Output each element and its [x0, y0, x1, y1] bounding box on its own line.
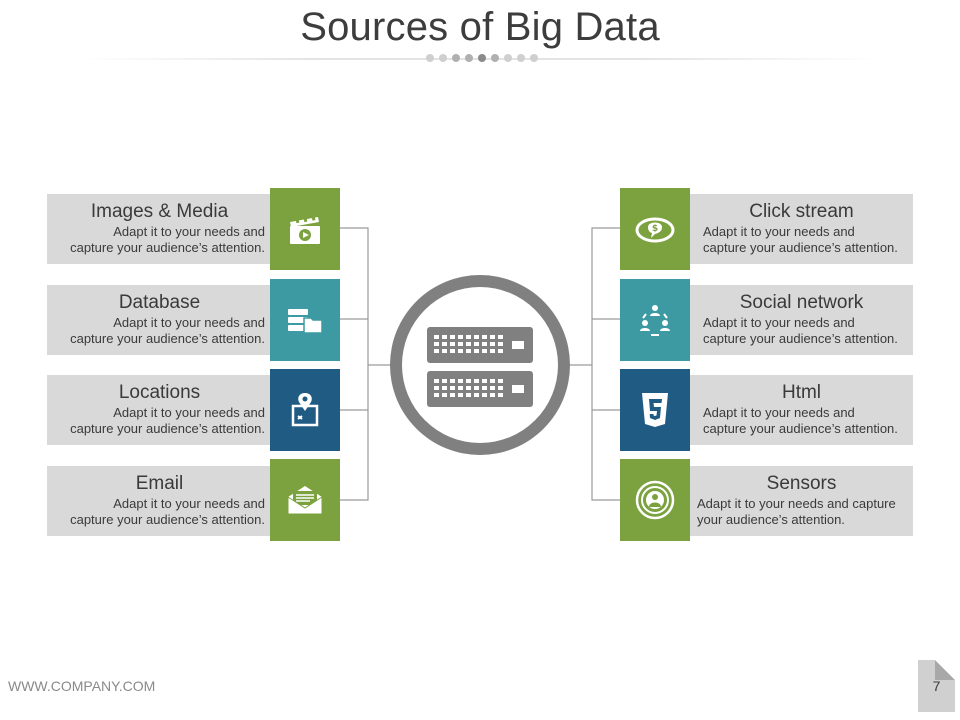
money-chat-icon: $ — [635, 217, 675, 243]
card-heading: Locations — [118, 382, 201, 403]
film-clapper-icon — [290, 216, 320, 244]
envelope-icon — [287, 486, 323, 515]
server-rack-icon — [427, 327, 533, 407]
svg-text:$: $ — [652, 224, 658, 234]
icon-tile-email — [270, 459, 340, 541]
sensor-person-icon — [635, 480, 675, 520]
database-folder-icon — [288, 309, 323, 334]
card-heading: Sensors — [766, 473, 837, 494]
html5-icon — [642, 393, 668, 427]
card-heading: Html — [781, 382, 822, 403]
card-heading: Images & Media — [90, 201, 229, 222]
title-dots-ornament — [426, 54, 538, 64]
right-card-social-network: Social network Adapt it to your needs an… — [690, 285, 913, 355]
icon-tile-database — [270, 279, 340, 361]
map-pin-icon — [291, 393, 319, 427]
icon-tile-images-media — [270, 188, 340, 270]
card-heading: Email — [135, 473, 184, 494]
icon-tile-click-stream: $ — [620, 188, 690, 270]
icon-tile-html — [620, 369, 690, 451]
icon-tile-locations — [270, 369, 340, 451]
card-heading: Database — [118, 292, 201, 313]
page-number: 7 — [932, 678, 941, 694]
people-network-icon — [640, 305, 670, 336]
card-heading: Click stream — [749, 201, 854, 222]
slide-title: Sources of Big Data — [300, 5, 660, 49]
center-hub — [390, 275, 570, 455]
left-card-images-media: Images & Media Adapt it to your needs an… — [47, 194, 272, 264]
icon-tile-sensors — [620, 459, 690, 541]
icon-tile-social-network — [620, 279, 690, 361]
right-card-sensors: Sensors Adapt it to your needs and captu… — [690, 466, 913, 536]
page-number-badge: 7 — [918, 660, 955, 712]
card-heading: Social network — [739, 292, 864, 313]
footer-url: WWW.COMPANY.COM — [8, 678, 156, 694]
